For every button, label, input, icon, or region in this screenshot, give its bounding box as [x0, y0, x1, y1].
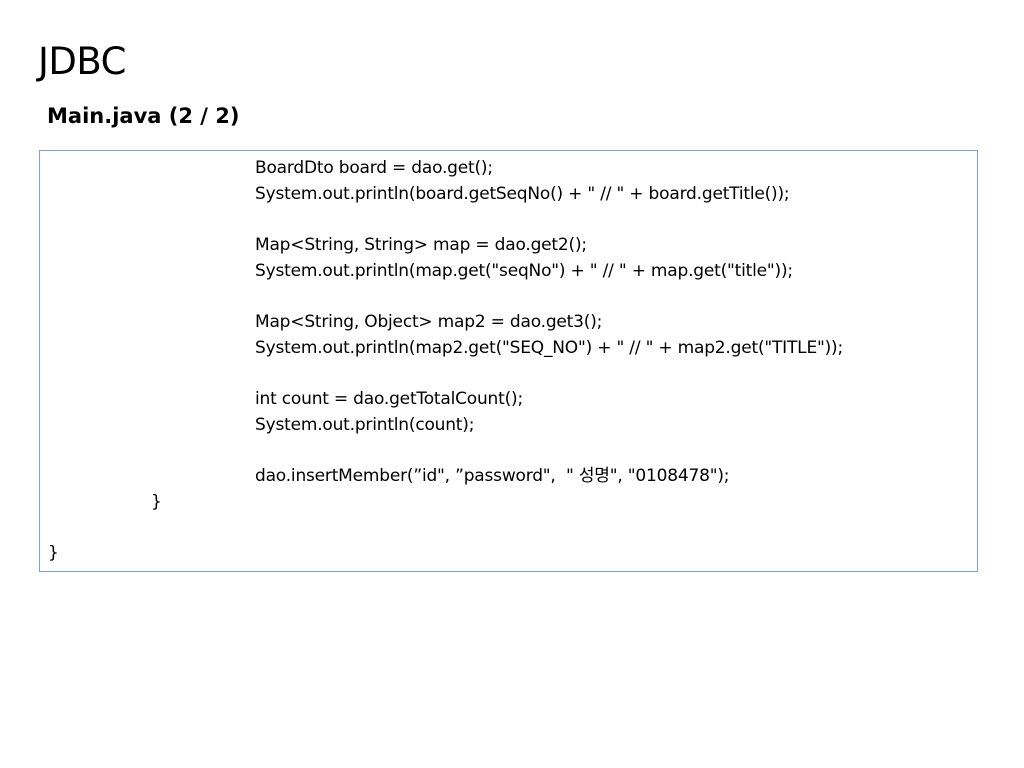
slide-title: JDBC	[38, 40, 126, 83]
closing-brace: }	[48, 543, 59, 563]
code-line: System.out.println(map2.get("SEQ_NO") + …	[255, 338, 843, 358]
code-line: Map<String, String> map = dao.get2();	[255, 235, 587, 255]
code-line: Map<String, Object> map2 = dao.get3();	[255, 312, 603, 332]
code-line: System.out.println(map.get("seqNo") + " …	[255, 261, 793, 281]
slide-subtitle: Main.java (2 / 2)	[47, 104, 240, 128]
code-line: System.out.println(count);	[255, 415, 475, 435]
code-block: BoardDto board = dao.get(); System.out.p…	[39, 150, 978, 572]
code-line: int count = dao.getTotalCount();	[255, 389, 523, 409]
closing-brace: }	[151, 492, 162, 512]
code-line: dao.insertMember(”id", ”password", " 성명"…	[255, 466, 730, 486]
code-line: System.out.println(board.getSeqNo() + " …	[255, 184, 790, 204]
code-line: BoardDto board = dao.get();	[255, 158, 493, 178]
